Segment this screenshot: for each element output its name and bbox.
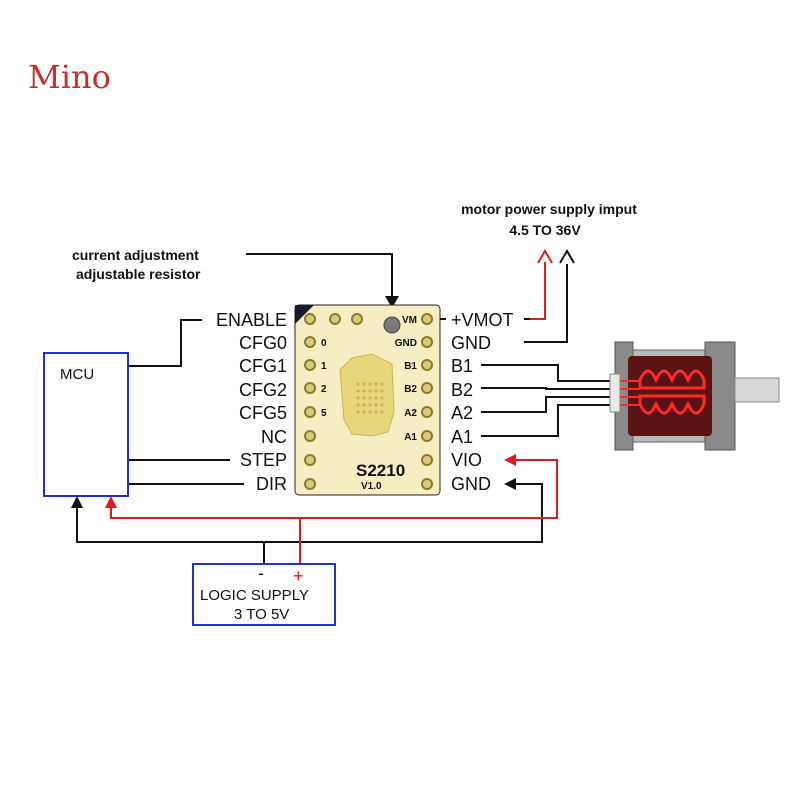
vmot-wire xyxy=(529,262,546,320)
pin-vio: VIO xyxy=(451,450,482,470)
board-mark-b1: B1 xyxy=(404,361,417,372)
mcu-vio-wire xyxy=(110,504,300,519)
logic-supply-minus: - xyxy=(258,563,264,583)
pin-cfg2: CFG2 xyxy=(239,380,287,400)
mcu-vio-arrowhead xyxy=(105,496,117,508)
a1-wire xyxy=(485,404,612,437)
logic-supply-box xyxy=(192,563,336,626)
pin-cfg0: CFG0 xyxy=(239,333,287,353)
left-pin-labels: ENABLE CFG0 CFG1 CFG2 CFG5 NC STEP DIR xyxy=(216,310,287,494)
board-model: S2210 xyxy=(356,461,405,480)
current-adjust-subtitle: adjustable resistor xyxy=(76,266,201,282)
logic-vio-wire xyxy=(299,459,558,563)
pin-cfg5: CFG5 xyxy=(239,403,287,423)
pin-gnd-logic: GND xyxy=(451,474,491,494)
motor-supply-range: 4.5 TO 36V xyxy=(509,222,581,238)
a2-wire xyxy=(485,396,612,413)
potentiometer-icon[interactable] xyxy=(383,316,401,334)
top-pad-1 xyxy=(329,313,341,325)
board-mark-a2: A2 xyxy=(404,408,417,419)
driver-chip xyxy=(339,353,395,437)
right-pin-labels: +VMOT GND B1 B2 A2 A1 VIO GND xyxy=(451,310,514,494)
current-adjust-title: current adjustment xyxy=(72,247,199,263)
mcu-gnd-arrowhead xyxy=(71,496,83,508)
pin-step: STEP xyxy=(240,450,287,470)
b2-wire xyxy=(485,387,612,390)
driver-vio-arrowhead xyxy=(504,454,516,466)
motor-supply-title: motor power supply imput xyxy=(461,201,637,217)
right-pin-holes xyxy=(421,313,433,490)
vmot-arrowhead xyxy=(537,249,553,264)
pin-gnd-motor: GND xyxy=(451,333,491,353)
top-pad-2 xyxy=(351,313,363,325)
logic-gnd-wire xyxy=(263,483,543,563)
chip-thermal-pad xyxy=(356,382,384,414)
logic-supply-plus: + xyxy=(293,566,304,586)
pin-cfg1: CFG1 xyxy=(239,356,287,376)
current-adjust-arrowhead xyxy=(385,296,399,308)
board-mark-0: 0 xyxy=(321,338,327,349)
left-pin-holes xyxy=(304,313,316,490)
mcu-box xyxy=(43,352,129,497)
mcu-label: MCU xyxy=(60,366,94,383)
board-mark-vm: VM xyxy=(402,315,417,326)
board-mark-a1: A1 xyxy=(404,432,417,443)
board-mark-gnd: GND xyxy=(395,338,417,349)
pin-stubs xyxy=(440,318,530,437)
board-mark-2: 2 xyxy=(321,384,327,395)
pin-dir: DIR xyxy=(256,474,287,494)
enable-wire xyxy=(129,319,202,367)
board-mark-5: 5 xyxy=(321,408,327,419)
logic-supply-range: 3 TO 5V xyxy=(234,606,289,623)
mcu-gnd-wire xyxy=(76,504,264,543)
board-mark-b2: B2 xyxy=(404,384,417,395)
board-mark-1: 1 xyxy=(321,361,327,372)
pin-a2: A2 xyxy=(451,403,473,423)
driver-board: 0 1 2 5 VM GND B1 B2 A2 A1 S2210 V1.0 xyxy=(294,304,441,496)
pin-enable: ENABLE xyxy=(216,310,287,330)
board-corner-mark xyxy=(295,305,314,324)
board-version: V1.0 xyxy=(361,481,382,492)
pin-a1: A1 xyxy=(451,427,473,447)
driver-gnd-arrowhead xyxy=(504,478,516,490)
pin-vmot: +VMOT xyxy=(451,310,514,330)
coil-upper xyxy=(638,369,706,390)
pin-b2: B2 xyxy=(451,380,473,400)
motor-gnd-arrowhead xyxy=(559,249,575,264)
coil-lower xyxy=(638,394,706,415)
motor-gnd-wire xyxy=(529,264,568,343)
current-adjust-pointer xyxy=(246,253,393,302)
logic-supply-label: LOGIC SUPPLY xyxy=(200,587,309,604)
stepper-motor xyxy=(609,341,780,451)
pin-nc: NC xyxy=(261,427,287,447)
brand-label: Mino xyxy=(28,58,111,96)
b1-wire xyxy=(485,364,612,382)
pin-b1: B1 xyxy=(451,356,473,376)
